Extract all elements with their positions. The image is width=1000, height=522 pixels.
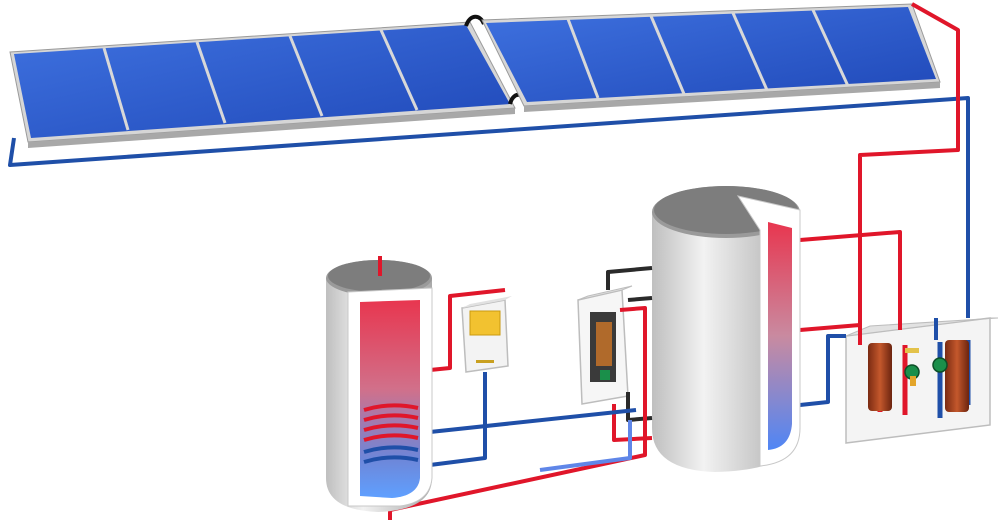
fresh-water-station-pipes bbox=[388, 266, 653, 520]
solar-collector-array-right bbox=[481, 3, 941, 112]
buffer-storage-tank bbox=[652, 186, 801, 472]
dhw-storage-tank bbox=[326, 256, 433, 512]
pump-b-icon bbox=[932, 357, 948, 373]
solar-collector-array-left bbox=[9, 21, 516, 148]
buffer-loop-pipes bbox=[799, 230, 938, 407]
heat-exchanger-b-icon bbox=[945, 340, 969, 412]
controller-display-icon bbox=[469, 310, 501, 336]
collector-supply-pipe bbox=[858, 2, 960, 330]
fresh-water-station bbox=[577, 285, 633, 405]
dhw-loop-pipes bbox=[429, 288, 637, 467]
collector-return-pipe bbox=[8, 96, 970, 318]
pump-station bbox=[845, 317, 999, 444]
plate-heat-exchanger-icon bbox=[596, 322, 612, 366]
controller-unit bbox=[461, 296, 512, 373]
heat-exchanger-a-icon bbox=[868, 343, 892, 411]
heating-coil-icon bbox=[363, 403, 419, 442]
